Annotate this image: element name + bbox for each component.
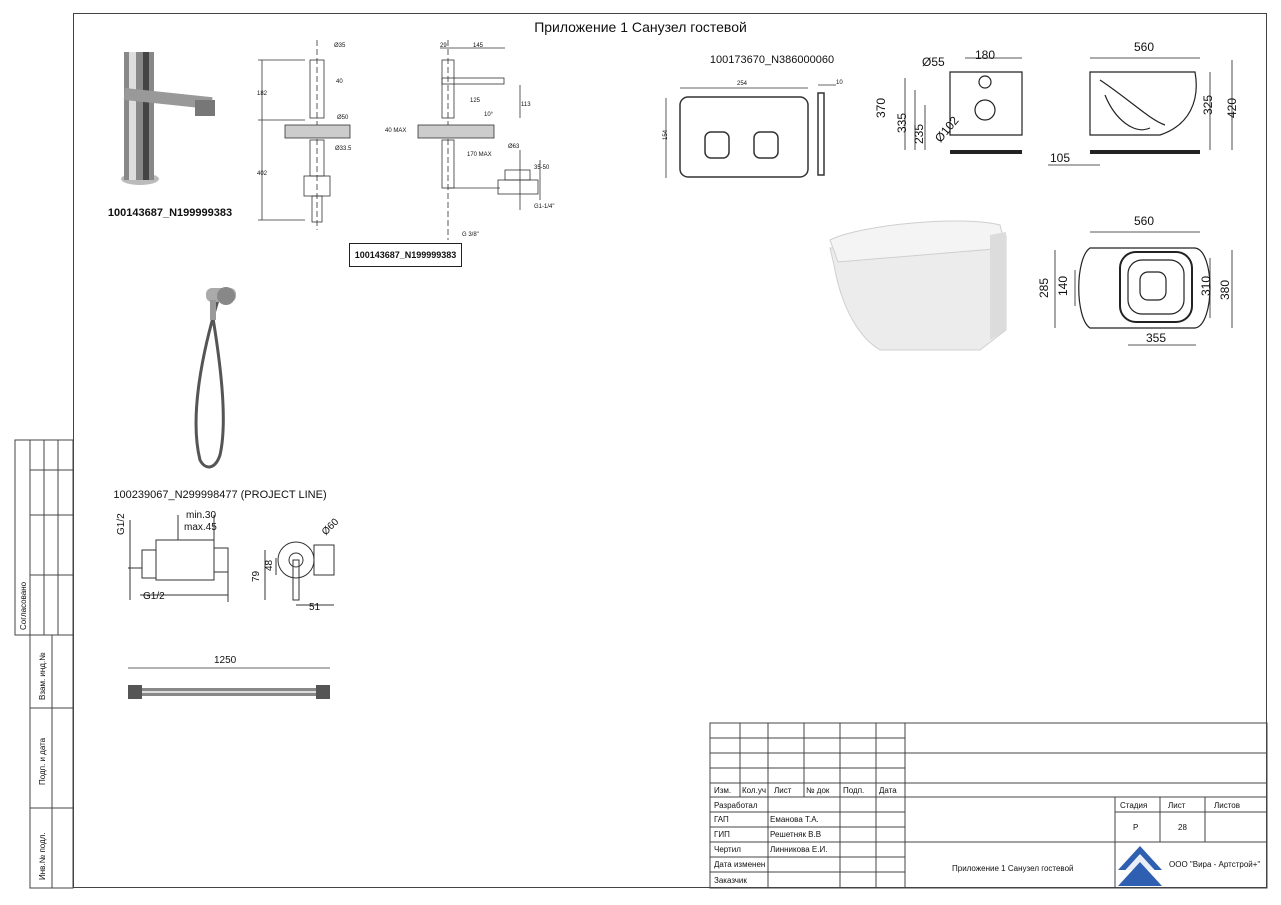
stamp-person-gip: Решетняк В.В (770, 830, 822, 839)
dim-label: 370 (874, 97, 888, 118)
hygienic-shower-code: 100239067_N299998477 (PROJECT LINE) (113, 489, 326, 501)
mixer-drawing-side (128, 515, 229, 602)
dim-label: 180 (975, 48, 996, 62)
stamp-company: ООО "Вира - Артстрой+" (1169, 860, 1261, 869)
dim-label: 10 (836, 80, 843, 86)
stamp-role-drew: Чертил (714, 845, 741, 854)
dim-label: Ø63 (508, 144, 520, 150)
dim-label: 125 (470, 98, 481, 104)
dim-label: 182 (257, 91, 268, 97)
stamp-role-gap: ГАП (714, 815, 729, 824)
dim-label: 40 (336, 79, 343, 85)
toilet-profile-drawing (1048, 57, 1233, 166)
page-title: Приложение 1 Санузел гостевой (534, 19, 747, 35)
dim-label: G1/2 (143, 591, 165, 602)
faucet-photo (121, 52, 215, 185)
stamp-header-podp: Подп. (843, 786, 865, 795)
stamp-role-client: Заказчик (714, 876, 747, 885)
stamp-header-date: Дата (879, 786, 897, 795)
stamp-stage-value: Р (1133, 823, 1139, 832)
dim-label: 380 (1218, 279, 1232, 300)
stamp-header-kol: Кол.уч (742, 786, 766, 795)
dim-label: 51 (309, 602, 321, 613)
stamp-stage-header: Стадия (1120, 801, 1148, 810)
dim-label: 48 (264, 559, 275, 571)
dim-label: 310 (1199, 275, 1213, 296)
dim-label: 235 (912, 123, 926, 144)
dim-label: 40 MAX (385, 128, 407, 134)
stamp-role-developed: Разработал (714, 801, 758, 810)
dim-label: Ø50 (337, 115, 349, 121)
flush-plate-drawing (665, 84, 836, 178)
dim-label: 402 (257, 171, 268, 177)
dim-label: 285 (1037, 277, 1051, 298)
dim-label: 145 (473, 43, 484, 49)
dim-label: 79 (251, 570, 262, 582)
dim-label: 140 (1056, 275, 1070, 296)
dim-label: 560 (1134, 40, 1155, 54)
dim-label: 29 (440, 43, 447, 49)
margin-orig-inv: Инв.№ подл. (38, 832, 47, 880)
stamp-person-gap: Еманова Т.А. (770, 815, 819, 824)
dim-label: 560 (1134, 214, 1155, 228)
stamp-sheets-header: Листов (1214, 801, 1240, 810)
dim-label: G 3/8" (462, 232, 479, 238)
stamp-header-list: Лист (774, 786, 792, 795)
hygienic-shower-photo (194, 287, 236, 469)
stamp-header-izm: Изм. (714, 786, 732, 795)
dim-label: 420 (1225, 97, 1239, 118)
dim-label: 113 (521, 102, 531, 108)
dim-label: 335 (895, 112, 909, 133)
toilet-photo (829, 220, 1007, 351)
stamp-sheet-value: 28 (1178, 823, 1187, 832)
dim-label: G1/2 (116, 513, 127, 535)
toilet-rear-drawing (904, 57, 1023, 154)
margin-sign-date: Подп. и дата (38, 737, 47, 785)
faucet-code: 100143687_N199999383 (108, 207, 232, 219)
flush-plate-code: 100173670_N386000060 (710, 54, 834, 66)
stamp-header-ndoc: № док (806, 786, 830, 795)
margin-agreed: Согласовано (19, 581, 28, 630)
margin-replace-inv: Взам. инд.№ (38, 652, 47, 700)
stamp-role-gip: ГИП (714, 830, 730, 839)
dim-label: 35-50 (534, 165, 550, 171)
dim-label: Ø55 (922, 55, 945, 69)
faucet-code-box: 100143687_N199999383 (349, 243, 462, 267)
dim-label: 355 (1146, 331, 1167, 345)
dim-label: Ø33.5 (335, 146, 352, 152)
stamp-doc-title: Приложение 1 Санузел гостевой (952, 864, 1074, 873)
faucet-drawing-side (417, 40, 541, 240)
dim-label: 1250 (214, 655, 237, 666)
dim-label: 154 (663, 129, 670, 141)
company-logo (1118, 846, 1162, 886)
faucet-drawing-front (258, 40, 351, 230)
dim-label: 105 (1050, 151, 1071, 165)
stamp-sheet-header: Лист (1168, 801, 1186, 810)
title-block-grid (709, 722, 1268, 889)
mixer-drawing-front (264, 541, 335, 606)
dim-label: max.45 (184, 522, 217, 533)
shower-hose-drawing (128, 667, 330, 699)
dim-label: min.30 (186, 510, 217, 521)
stamp-person-drew: Линникова Е.И. (770, 845, 828, 854)
toilet-top-drawing (1054, 231, 1233, 346)
stamp-role-changed: Дата изменен (714, 860, 766, 869)
dim-label: 254 (737, 81, 748, 87)
dim-label: Ø35 (334, 43, 346, 49)
dim-label: G1-1/4" (534, 204, 555, 210)
dim-label: 325 (1201, 94, 1215, 115)
dim-label: 10° (484, 112, 494, 118)
dim-label: 170 MAX (467, 152, 492, 158)
